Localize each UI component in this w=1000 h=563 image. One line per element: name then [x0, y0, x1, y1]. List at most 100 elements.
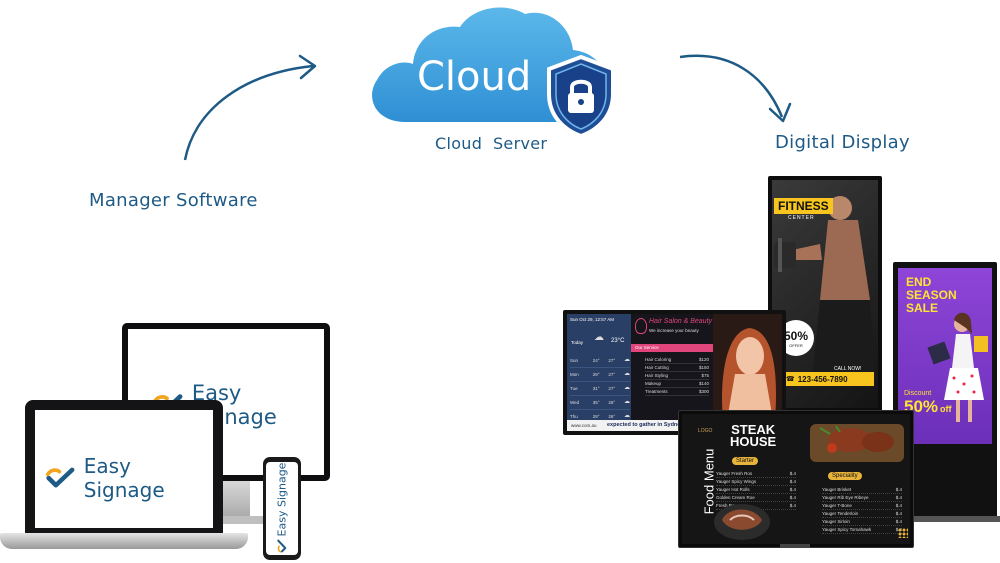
special-item: Yauger Sirloin $.4 [822, 518, 902, 526]
forecast-row: Wed 35° 26° ☁ [570, 396, 630, 410]
ticker-text: expected to gather in Sydney and Melb [607, 422, 709, 428]
service-name: Hair Cutting [645, 365, 669, 370]
special-item: Yauger T-Bone $.4 [822, 502, 902, 510]
service-price: $120 [698, 357, 709, 362]
forecast-hi: 29° [592, 372, 600, 377]
sale-line1: END [906, 275, 932, 289]
forecast-day: Tue [570, 386, 578, 391]
fitness-offer-label: OFFER [789, 342, 803, 348]
starter-item-price: $.4 [789, 503, 796, 508]
special-item-name: Yauger Rib Eye Ribeye [822, 495, 869, 500]
special-item-price: $.4 [895, 495, 902, 500]
fitness-phone: 123-456-7890 [797, 374, 848, 384]
cloud-icon: ☁ [623, 399, 630, 405]
phone-icon: ☎ [786, 375, 795, 383]
sale-line2: SEASON [906, 288, 957, 302]
service-header: Our Service [635, 345, 659, 350]
special-item-name: Yauger T-Bone [822, 503, 852, 508]
service-row: Hair Styling$75 [645, 372, 709, 380]
salon-woman-image [713, 314, 782, 420]
salon-logo-icon [635, 318, 647, 334]
digital-display-label: Digital Display [775, 132, 910, 153]
forecast-lo: 26° [608, 414, 616, 419]
monitor-base [190, 516, 276, 524]
forecast-day: Wed [570, 400, 580, 405]
sale-discount-label: Discount [904, 390, 932, 397]
laptop-screen: Easy Signage [35, 410, 213, 528]
forecast-hi: 35° [592, 400, 600, 405]
special-item-price: $.4 [895, 503, 902, 508]
forecast-row: Tue 31° 27° ☁ [570, 382, 630, 396]
steak-title: STEAK [731, 422, 776, 437]
forecast-lo: 27° [608, 372, 616, 377]
forecast-day: Sun [570, 358, 579, 363]
ticker-url: www.com.au [571, 423, 597, 428]
sale-discount-suffix: off [940, 404, 952, 414]
service-name: Treatments [645, 389, 668, 394]
athlete-image [774, 196, 876, 380]
food-menu-screen: LOGO Food Menu STEAK HOUSE Starter Yauge… [682, 414, 910, 544]
starter-item-name: Yauger Fresh Ros [716, 471, 753, 476]
special-item-name: Yauger Tenderloin [822, 511, 859, 516]
steak-house-title: STEAK HOUSE [730, 422, 777, 449]
service-row: Hair Cutting $150 [645, 364, 709, 372]
service-price: $300 [698, 389, 709, 394]
arrow-to-cloud-icon [183, 54, 317, 161]
cloud-server-label: Cloud Server [435, 134, 548, 153]
laptop-brand-text: Easy Signage [83, 454, 165, 502]
special-item-price: $.4 [895, 519, 902, 524]
special-item-price: $.4 [895, 511, 902, 516]
phone-brand-text: Easy Signage [275, 462, 289, 537]
cloud-word: Cloud [417, 54, 532, 100]
fitness-offer-value: 50% [783, 328, 809, 343]
cloud-icon: ☁ [623, 385, 630, 391]
forecast-hi: 29° [592, 414, 600, 419]
manager-software-label: Manager Software [89, 190, 258, 211]
speciality-header: Speciality [828, 472, 862, 480]
checkmark-logo-icon [277, 540, 287, 554]
special-item: Yauger Spicy Tomahawk$.4 [822, 526, 902, 534]
starter-item-price: $.4 [789, 487, 796, 492]
starter-item-price: $.4 [789, 471, 796, 476]
fitness-title: FITNESS [778, 199, 829, 213]
smartphone: Easy Signage [263, 457, 301, 560]
fitness-phone-bar: ☎ 123-456-7890 [782, 372, 874, 386]
menu-dots-icon [898, 528, 908, 538]
service-row: Treatments $300 [645, 388, 709, 396]
special-item-name: Yauger Sirloin [822, 519, 850, 524]
salon-name: Hair Salon & Beauty [649, 318, 713, 325]
forecast-hi: 31° [592, 386, 600, 391]
service-header-bar: Our Service [631, 344, 713, 352]
service-price: $150 [698, 365, 709, 370]
cloud-group: Cloud Cloud Server [365, 2, 645, 153]
starter-item: Yauger Fresh Ros $.4 [716, 470, 796, 478]
laptop-logo: Easy Signage [45, 454, 213, 502]
starter-item: Yauger Hot Rolls$.4 [716, 486, 796, 494]
phone-screen: Easy Signage [266, 462, 298, 555]
special-item-price: $.4 [895, 487, 902, 492]
phone-logo: Easy Signage [276, 462, 289, 555]
ticker-bar: www.com.au expected to gather in Sydney … [567, 420, 782, 431]
service-row: Makeup$140 [645, 380, 709, 388]
sale-title: END SEASON SALE [906, 276, 957, 315]
weather-today-temp: 23°C [611, 338, 625, 344]
special-item: Yauger Rib Eye Ribeye $.4 [822, 494, 902, 502]
forecast-lo: 27° [608, 386, 616, 391]
food-menu-display: LOGO Food Menu STEAK HOUSE Starter Yauge… [678, 410, 914, 548]
service-name: Makeup [645, 381, 662, 386]
starter-item-name: Fresh Ros [716, 503, 737, 508]
starter-item: Golden Cream Roe$.4 [716, 494, 796, 502]
salon-tagline: We increase your beauty [649, 328, 699, 333]
fitness-screen: FITNESS CENTER 50% OFFER CALL NOW! ☎ 123… [772, 180, 878, 408]
house-title: HOUSE [730, 434, 777, 449]
starter-item-name: Yauger Spicy Wings [716, 479, 757, 484]
cloud-sun-icon: ☁ [594, 332, 604, 343]
starter-item-price: $.4 [789, 479, 796, 484]
menu-logo: LOGO [698, 428, 713, 434]
forecast-lo: 26° [608, 400, 616, 405]
